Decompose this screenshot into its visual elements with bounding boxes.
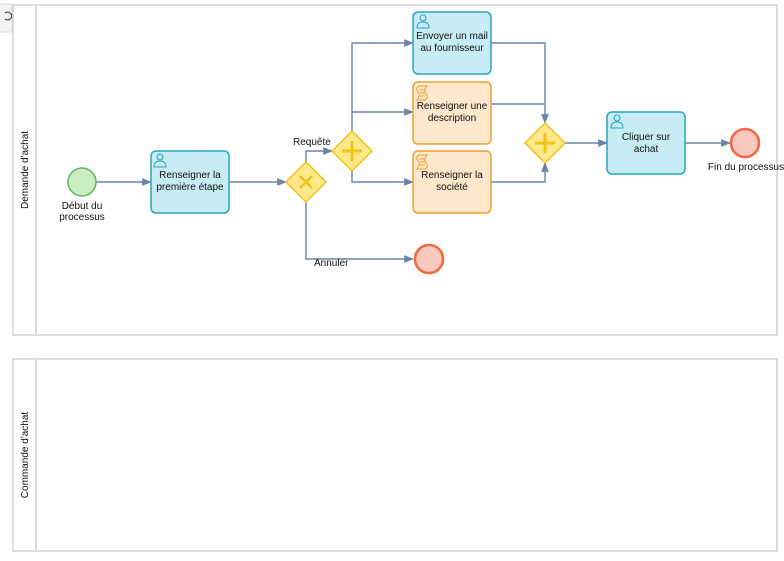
x-icon bbox=[299, 175, 313, 189]
plus-icon bbox=[342, 141, 362, 161]
flow-mail-to-join[interactable] bbox=[491, 42, 549, 124]
pool-title-commande: Commande d'achat bbox=[20, 412, 31, 499]
pool-title-demande: Demande d'achat bbox=[20, 131, 31, 209]
exclusive-gateway[interactable] bbox=[284, 160, 328, 204]
flow-label-annuler: Annuler bbox=[314, 258, 349, 269]
task-label-line1: Envoyer un mail bbox=[416, 31, 488, 42]
task-envoyer-mail[interactable]: Envoyer un mail au fournisseur bbox=[412, 11, 492, 75]
task-label-line2: achat bbox=[634, 144, 659, 155]
task-label-line1: Renseigner la bbox=[421, 170, 483, 181]
task-renseigner-societe[interactable]: Renseigner la société bbox=[412, 150, 492, 214]
task-label-line1: Renseigner une bbox=[417, 101, 488, 112]
sequence-flows bbox=[96, 39, 731, 263]
user-icon bbox=[416, 14, 430, 29]
pool-commande-achat[interactable]: Commande d'achat bbox=[12, 358, 778, 552]
plus-icon bbox=[535, 133, 555, 153]
task-renseigner-description[interactable]: Renseigner une description bbox=[412, 81, 492, 145]
end-event-cancel[interactable] bbox=[413, 243, 445, 275]
parallel-gateway-join[interactable] bbox=[523, 121, 567, 165]
start-event-label-line2: processus bbox=[59, 212, 105, 223]
task-label-line2: description bbox=[428, 113, 476, 124]
flow-and-to-mail[interactable] bbox=[351, 39, 414, 131]
flow-and-to-societe[interactable] bbox=[351, 171, 414, 186]
corner-glyph-icon bbox=[4, 11, 13, 21]
corner-stub bbox=[0, 3, 13, 33]
start-event-label-line1: Début du bbox=[62, 201, 103, 212]
flow-xor-to-and-requete[interactable] bbox=[305, 147, 333, 162]
task-label-line2: au fournisseur bbox=[420, 43, 484, 54]
flow-label-requete: Requête bbox=[293, 137, 331, 148]
user-icon bbox=[610, 114, 624, 129]
script-icon bbox=[415, 154, 429, 170]
task-renseigner-premiere-etape[interactable]: Renseigner la première étape bbox=[150, 150, 230, 214]
flow-xor-to-end-annuler[interactable] bbox=[305, 202, 414, 263]
task-label-line1: Cliquer sur bbox=[622, 132, 671, 143]
user-icon bbox=[153, 153, 167, 168]
end-event-main[interactable] bbox=[729, 127, 761, 159]
script-icon bbox=[415, 85, 429, 101]
parallel-gateway-split[interactable] bbox=[330, 129, 374, 173]
task-label-line2: société bbox=[436, 182, 468, 193]
end-event-label: Fin du processus bbox=[708, 162, 784, 173]
task-cliquer-achat[interactable]: Cliquer sur achat bbox=[606, 111, 686, 175]
task-label-line2: première étape bbox=[156, 182, 224, 193]
flow-societe-to-join[interactable] bbox=[491, 162, 549, 183]
start-event[interactable] bbox=[67, 167, 97, 197]
task-label-line1: Renseigner la bbox=[159, 170, 221, 181]
